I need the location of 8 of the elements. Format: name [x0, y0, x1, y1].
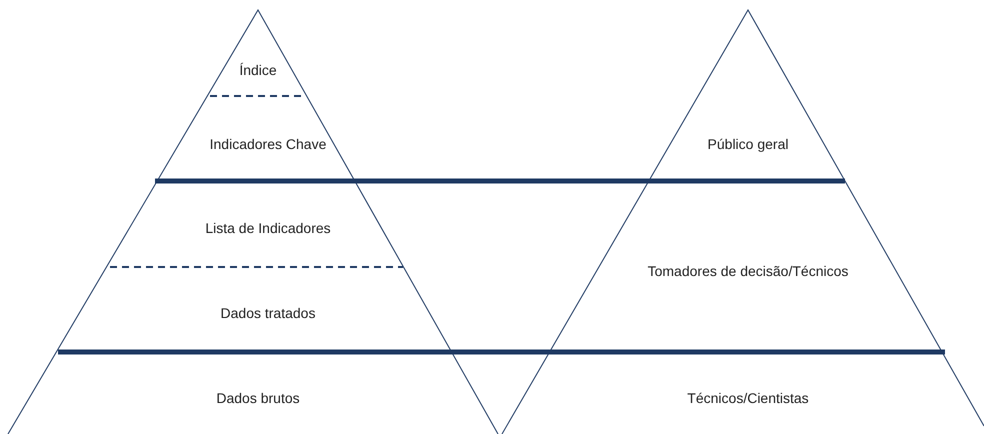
tier-label: Índice	[239, 62, 277, 78]
tier-label: Público geral	[708, 136, 788, 152]
tier-label: Indicadores Chave	[210, 136, 326, 152]
tier-label: Lista de Indicadores	[205, 220, 331, 236]
tier-label: Técnicos/Cientistas	[687, 390, 809, 406]
tier-label: Dados tratados	[220, 305, 316, 321]
tier-label: Tomadores de decisão/Técnicos	[648, 263, 848, 279]
tier-label: Dados brutos	[216, 390, 300, 406]
